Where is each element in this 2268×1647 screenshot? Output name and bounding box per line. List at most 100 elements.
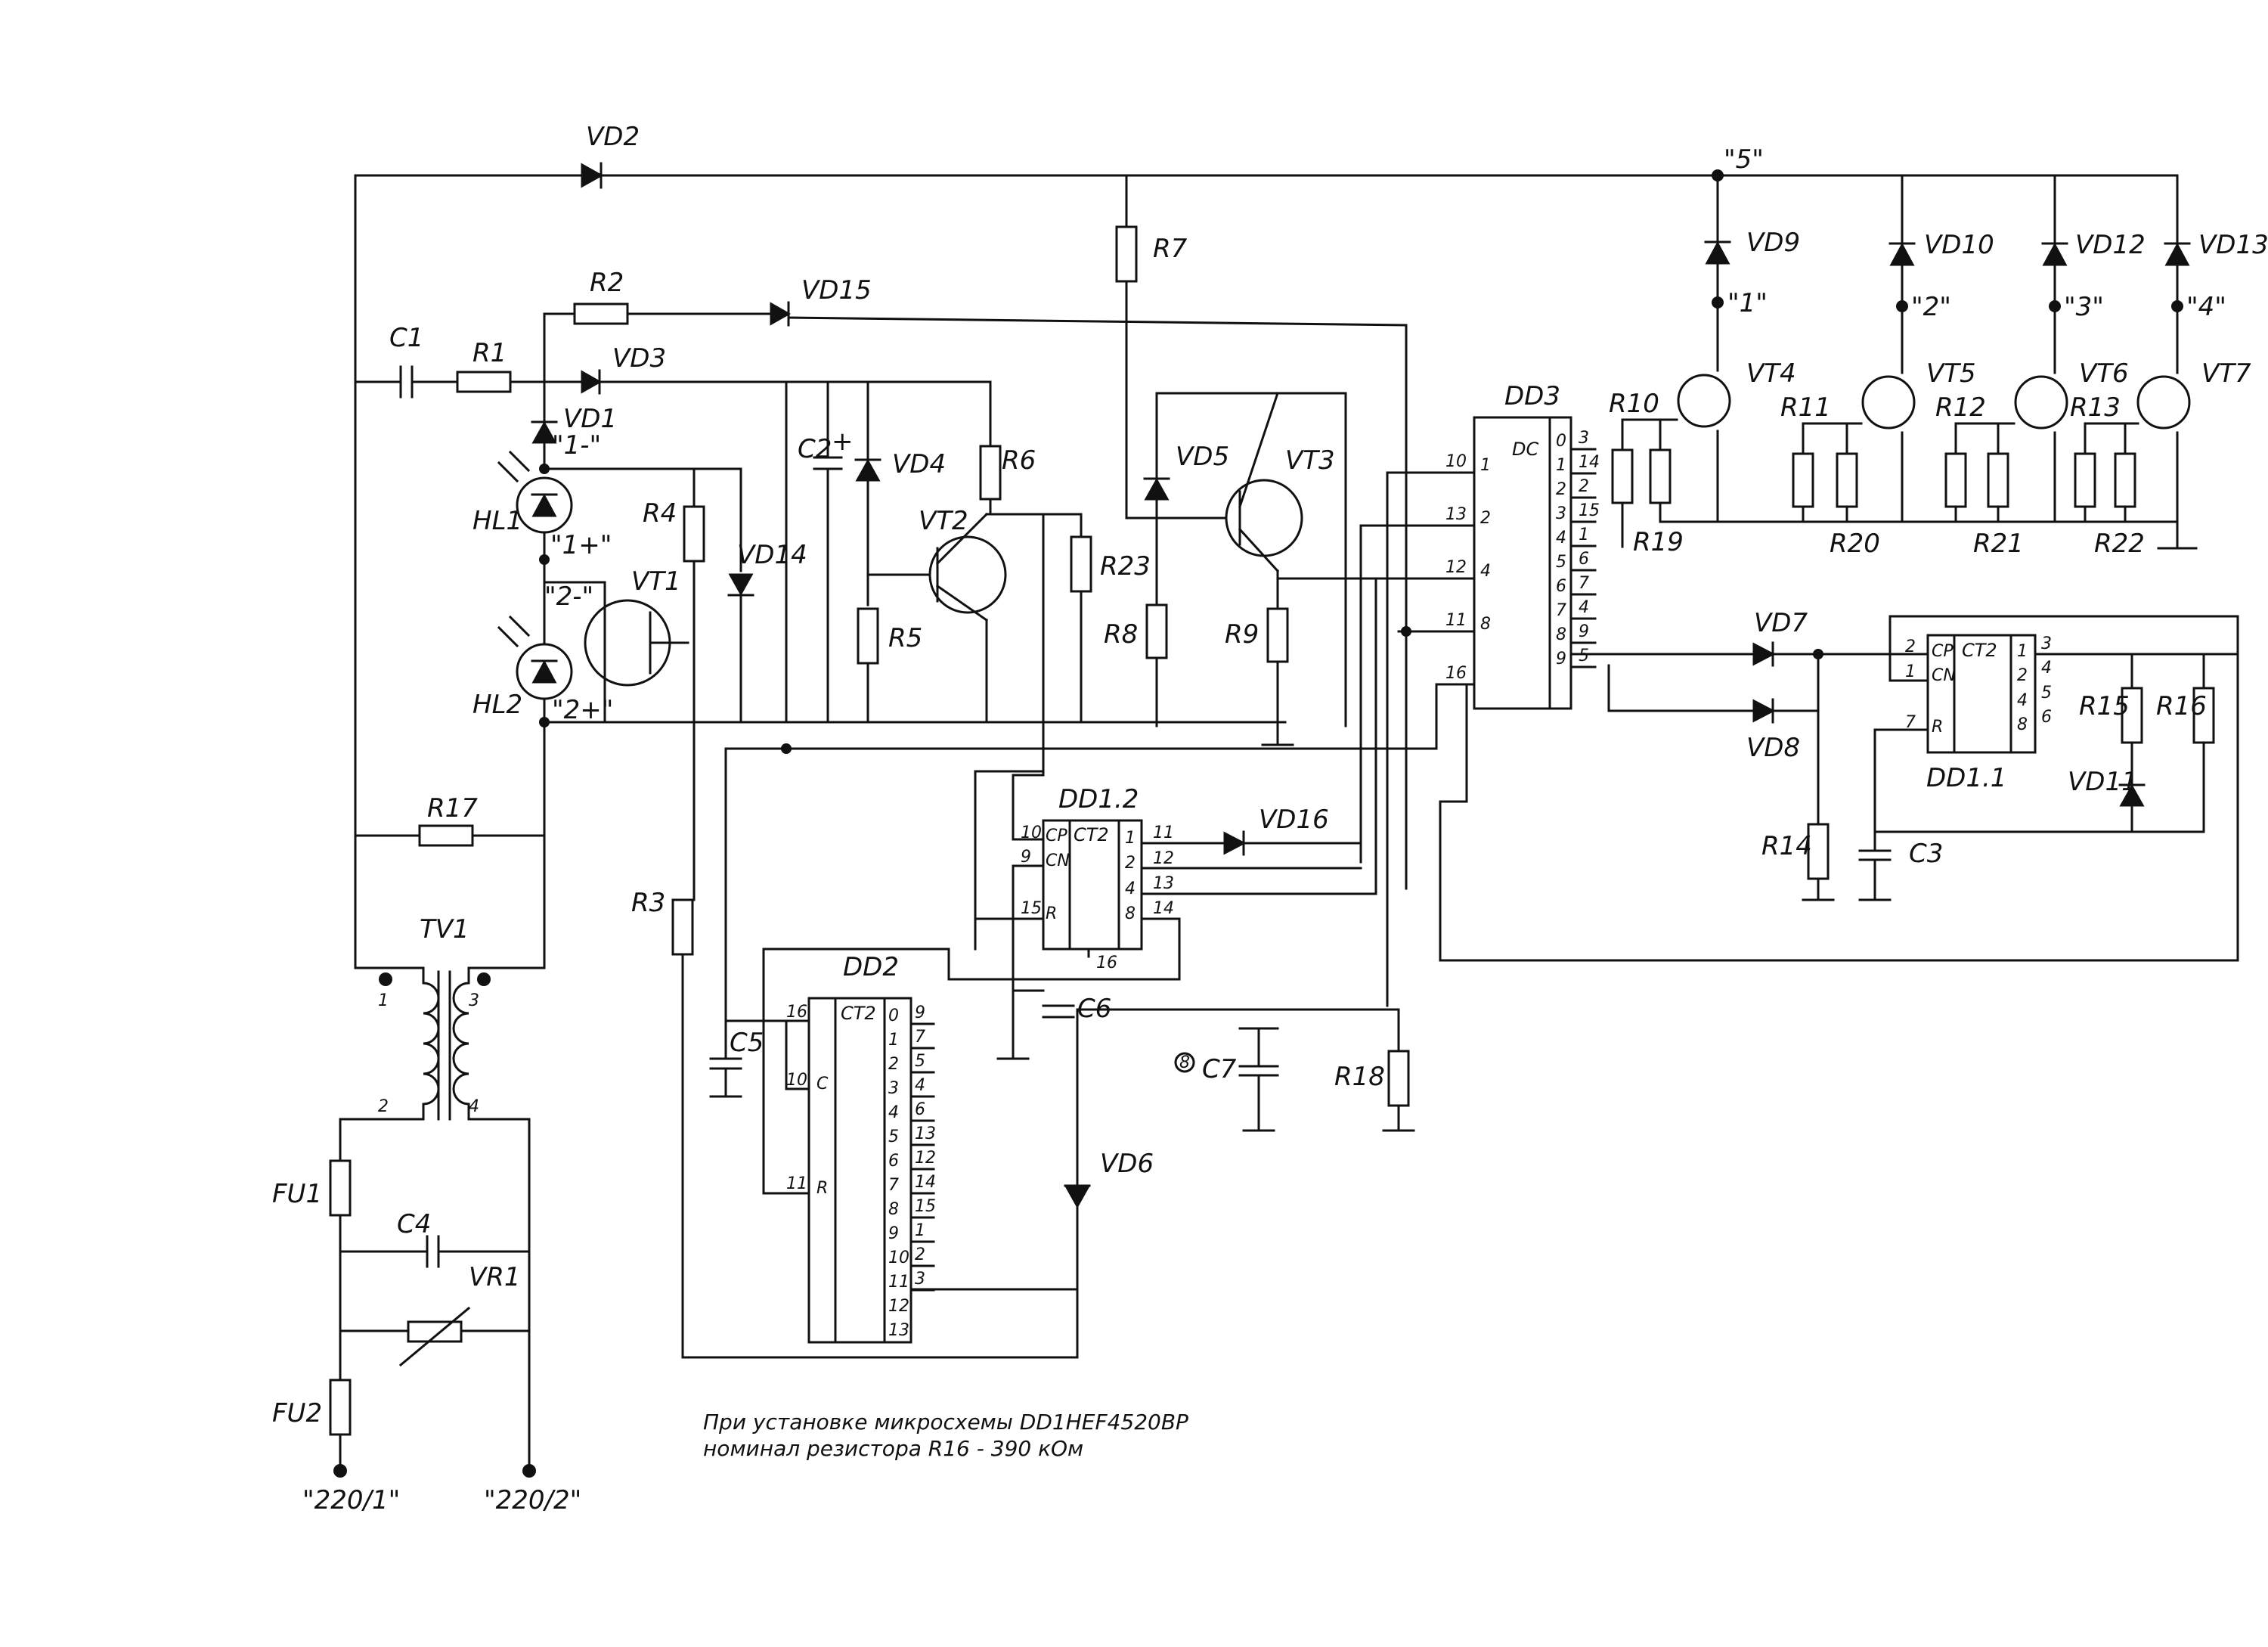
node-2-label: "2" <box>1911 292 1951 322</box>
dd3-out-pin-ext: 2 <box>1579 477 1589 496</box>
r2-label: R2 <box>590 268 624 298</box>
resistor-r6 <box>979 445 1002 501</box>
svg-text:4: 4 <box>1480 562 1491 581</box>
dd3-out-pin-ext: 14 <box>1579 453 1600 472</box>
vd12-label: VD12 <box>2075 230 2146 260</box>
vd3-label: VD3 <box>612 343 666 374</box>
svg-text:10: 10 <box>786 1071 807 1090</box>
svg-text:14: 14 <box>1153 899 1174 918</box>
svg-text:12: 12 <box>1153 849 1174 868</box>
svg-text:1: 1 <box>1125 829 1136 848</box>
svg-text:3: 3 <box>2041 634 2052 653</box>
vd7-label: VD7 <box>1754 608 1808 638</box>
svg-text:4: 4 <box>2017 691 2028 710</box>
vd2-label: VD2 <box>586 122 640 152</box>
r9-label: R9 <box>1225 619 1259 650</box>
diode-vd2: VD2 <box>581 122 640 189</box>
r3-label: R3 <box>631 888 665 918</box>
c7-mark: 8 <box>1179 1053 1190 1072</box>
r15-label: R15 <box>2079 691 2130 721</box>
svg-text:10: 10 <box>1445 452 1467 471</box>
fuse-fu2 <box>329 1379 352 1436</box>
svg-text:7: 7 <box>1905 713 1916 732</box>
resistor-r18 <box>1387 1050 1410 1107</box>
vt4-label: VT4 <box>1746 358 1796 389</box>
resistor-r8 <box>1145 603 1168 659</box>
c2-label: C2 <box>798 434 832 464</box>
vt2-block: C2 + VD4 R5 VT2 R6 R23 <box>785 380 1151 841</box>
svg-text:3: 3 <box>469 991 479 1010</box>
vt3-block: R7 VD5 VT3 R9 R8 <box>1104 174 1438 746</box>
svg-text:9: 9 <box>1021 848 1031 867</box>
svg-text:8: 8 <box>2017 715 2028 734</box>
dd2-out-pin-int: 2 <box>888 1055 899 1074</box>
r4-label: R4 <box>643 498 677 529</box>
r14-label: R14 <box>1761 831 1812 861</box>
svg-text:1: 1 <box>1905 662 1916 681</box>
dd3-out-pin-int: 5 <box>1556 553 1566 572</box>
c4-label: C4 <box>397 1209 431 1239</box>
resistor-r5 <box>857 607 879 665</box>
dd3-input-wiring <box>724 471 1438 1007</box>
node-2plus-label: "2+" <box>552 695 613 725</box>
dd3-out-pin-int: 8 <box>1556 625 1566 644</box>
mains-block: R17 TV1 1 2 3 4 FU1 C4 VR1 FU2 <box>272 793 581 1515</box>
dd3-out-pin-int: 9 <box>1556 650 1566 668</box>
footnote: При установке микросхемы DD1HEF4520BP но… <box>703 1410 1188 1461</box>
mosfet-vt7 <box>2136 375 2191 430</box>
dd2-out-pin-ext: 7 <box>915 1028 925 1047</box>
svg-text:1: 1 <box>1480 456 1491 475</box>
vd10-label: VD10 <box>1924 230 1994 260</box>
svg-text:CT2: CT2 <box>1962 640 1997 661</box>
dd3-out-pin-ext: 7 <box>1579 574 1589 593</box>
top-rail <box>354 174 2179 837</box>
varistor-vr1 <box>407 1320 463 1343</box>
svg-text:1: 1 <box>2017 642 2028 661</box>
vd13-label: VD13 <box>2198 230 2268 260</box>
hl2-label: HL2 <box>472 690 522 720</box>
resistor-r22 <box>2114 452 2136 508</box>
node-1-label: "1" <box>1727 288 1768 318</box>
r19-label: R19 <box>1633 527 1684 557</box>
vd9-label: VD9 <box>1746 228 1800 258</box>
r12-label: R12 <box>1935 392 1986 423</box>
vt2-label: VT2 <box>919 506 968 536</box>
svg-text:CT2: CT2 <box>1074 824 1109 845</box>
svg-text:13: 13 <box>1153 874 1174 893</box>
dd3-out-pin-int: 0 <box>1556 432 1566 451</box>
mosfet-vt5 <box>1861 375 1916 430</box>
fu1-label: FU1 <box>272 1179 322 1209</box>
vd6-c7-r18: VD6 R18 8 C7 <box>1064 1008 1415 1291</box>
tv1-label: TV1 <box>420 914 469 944</box>
dd3-out-pin-ext: 3 <box>1579 429 1589 448</box>
dd2-out-pin-int: 12 <box>888 1297 909 1316</box>
dd2-out-pin-int: 10 <box>888 1248 909 1267</box>
svg-text:CN: CN <box>1046 851 1070 870</box>
vd5-label: VD5 <box>1176 442 1229 472</box>
dd12-label: DD1.2 <box>1058 784 1139 814</box>
hl1-label: HL1 <box>472 506 522 536</box>
r8-label: R8 <box>1104 619 1138 650</box>
svg-text:8: 8 <box>1125 904 1136 923</box>
vt7-label: VT7 <box>2201 358 2251 389</box>
vd1-label: VD1 <box>563 404 617 434</box>
dd2-out-pin-int: 13 <box>888 1321 909 1340</box>
fu2-label: FU2 <box>272 1398 322 1428</box>
dd3-out-pin-int: 4 <box>1556 529 1566 547</box>
dd2-out-pin-ext: 5 <box>915 1052 925 1071</box>
resistor-r7 <box>1115 225 1138 283</box>
r10-label: R10 <box>1609 389 1659 419</box>
svg-text:C: C <box>816 1075 829 1093</box>
dd2-out-pin-ext: 2 <box>915 1245 925 1264</box>
svg-text:16: 16 <box>786 1003 807 1022</box>
node-3-label: "3" <box>2064 292 2104 322</box>
resistor-r19 <box>1649 448 1672 504</box>
svg-text:15: 15 <box>1021 899 1042 918</box>
dd2-out-pin-int: 7 <box>888 1176 899 1195</box>
output-stage-vt4: VD9 "1" VT4 <box>1677 174 1800 523</box>
mains-1-label: "220/1" <box>302 1485 400 1515</box>
svg-text:1: 1 <box>378 991 389 1010</box>
svg-text:CN: CN <box>1932 666 1956 685</box>
vt1-label: VT1 <box>631 566 681 597</box>
